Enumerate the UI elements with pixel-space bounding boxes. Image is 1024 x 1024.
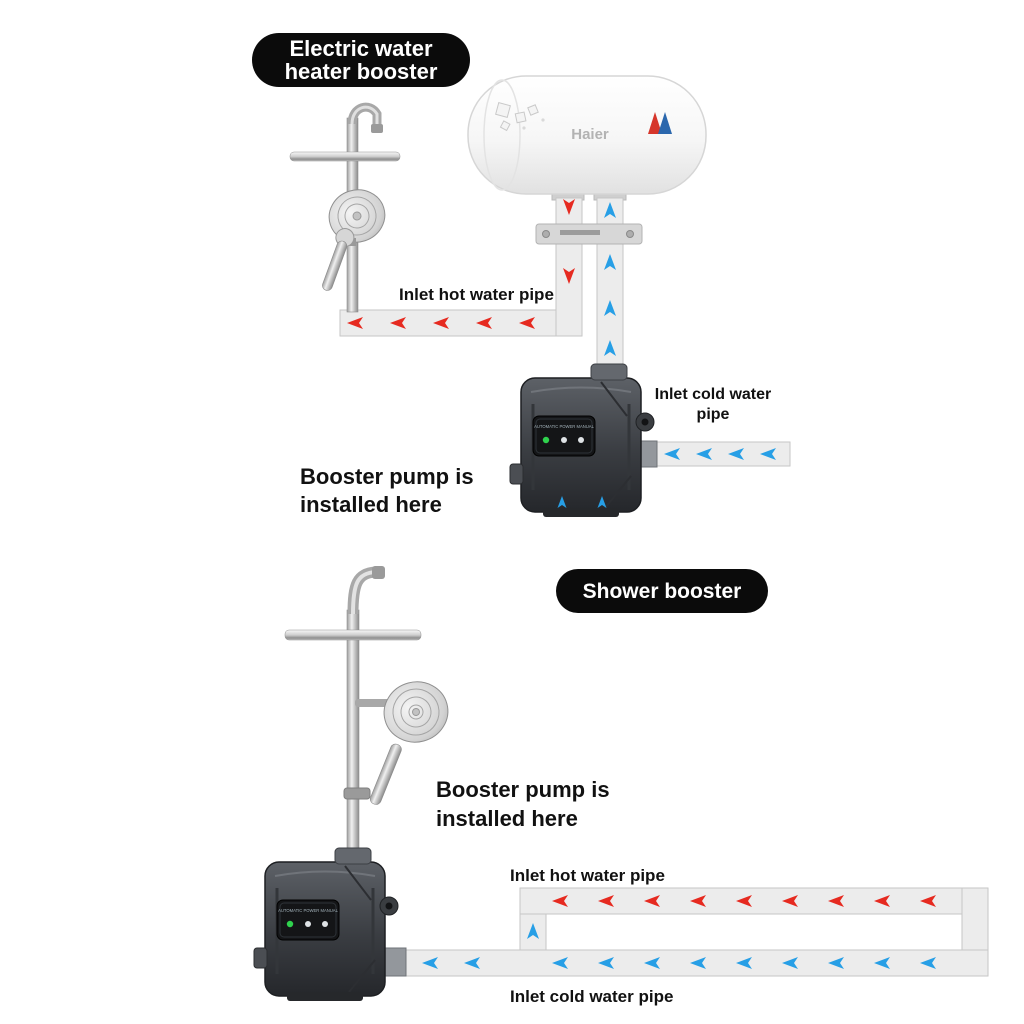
booster-pump-top (508, 362, 656, 519)
bottom-section-badge: Shower booster (556, 569, 768, 613)
shower-set-bottom (284, 566, 449, 863)
pipe-mounting-flange (535, 223, 643, 245)
pump-location-label-top-line2: installed here (300, 492, 442, 517)
pump-inlet-nut-bottom (383, 947, 407, 977)
shower-shelf-bar (289, 151, 401, 162)
pump-location-label-bottom-line1: Booster pump is (436, 777, 610, 802)
booster-pump-bottom (252, 846, 400, 1003)
tank-decor-icons (495, 102, 545, 132)
tank-end-seam (483, 79, 521, 191)
heater-brand-label: Haier (571, 126, 609, 143)
shower-riser-pipe-bottom (346, 609, 360, 863)
pump-location-label-bottom-line2: installed here (436, 806, 578, 831)
top-badge-line2: heater booster (285, 59, 438, 84)
hot-pipe-run (519, 887, 989, 915)
shower-head-top (328, 189, 386, 243)
shower-shelf-bar-bottom (284, 629, 422, 641)
inlet-hot-water-label-bottom: Inlet hot water pipe (510, 866, 665, 885)
electric-water-heater: Haier (467, 75, 707, 195)
pump-location-label-top-line1: Booster pump is (300, 464, 474, 489)
hot-pipe-vertical (555, 197, 583, 337)
shower-head-bottom (383, 681, 449, 743)
inlet-cold-water-label-top-line1: Inlet cold water (655, 386, 771, 403)
handheld-shower-bottom (369, 743, 402, 805)
heater-brand-logo-icon (648, 112, 672, 134)
inlet-cold-water-label-bottom: Inlet cold water pipe (510, 987, 673, 1006)
shower-gooseneck-bottom (347, 566, 377, 615)
top-badge-line1: Electric water (289, 36, 433, 61)
shower-set-top (289, 102, 401, 313)
top-section-badge: Electric water heater booster (252, 33, 470, 87)
handheld-bracket-bottom (343, 787, 371, 800)
inlet-cold-water-label-top-line2: pipe (697, 406, 730, 423)
bottom-badge-label: Shower booster (583, 580, 742, 603)
inlet-hot-water-label-top: Inlet hot water pipe (399, 285, 554, 304)
shower-head-arm (355, 699, 391, 707)
handheld-shower-top (322, 228, 355, 291)
